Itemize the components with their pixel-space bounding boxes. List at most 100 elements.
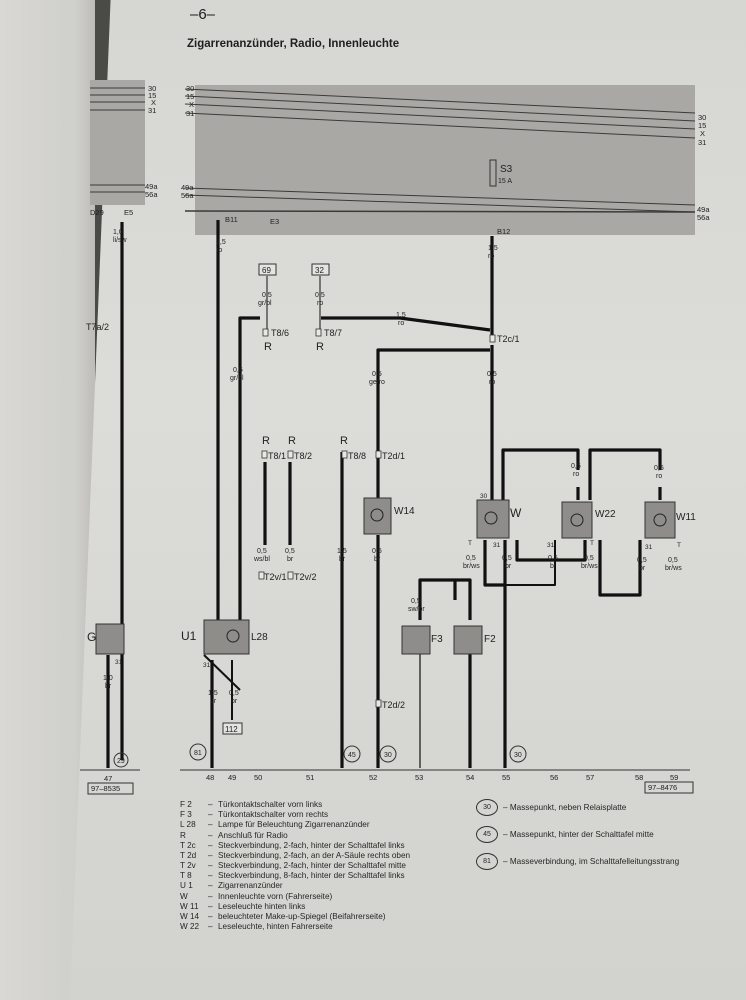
wire-w22-w11 xyxy=(588,448,662,500)
connector-t8-8: T8/8 xyxy=(348,451,366,461)
svg-text:50: 50 xyxy=(254,773,262,782)
ground-points: 29 81 45 30 30 xyxy=(113,743,527,768)
legend-row: F 2–Türkontaktschalter vorn links xyxy=(180,800,470,810)
bottom-scale: 47 48 49 50 51 52 53 54 55 56 57 58 59 9… xyxy=(87,773,694,795)
connector-pins xyxy=(258,328,496,708)
svg-text:31: 31 xyxy=(203,662,211,669)
components xyxy=(95,497,676,655)
ground-text: Massepunkt, neben Relaisplatte xyxy=(509,802,627,812)
ground-dash: – xyxy=(503,802,510,812)
relay-plate xyxy=(195,85,695,235)
term-x-l: X xyxy=(189,100,194,109)
wire-w-w22-t xyxy=(485,540,556,586)
svg-text:52: 52 xyxy=(369,773,377,782)
svg-text:br: br xyxy=(374,556,381,563)
legend-row: W 11–Leseleuchte hinten links xyxy=(180,902,470,912)
svg-text:30: 30 xyxy=(514,752,522,759)
legend-dash: – xyxy=(208,861,213,871)
legend-code: W xyxy=(180,891,188,901)
wire-f3-top xyxy=(418,578,457,620)
term-15-r: 15 xyxy=(698,121,706,130)
w-lamp-icon xyxy=(484,511,498,525)
w14-lamp-icon xyxy=(370,508,384,522)
legend-row: T 2c–Steckverbindung, 2-fach, hinter der… xyxy=(180,841,470,851)
w14-box xyxy=(363,497,392,535)
svg-text:br/ws: br/ws xyxy=(463,563,480,570)
svg-text:58: 58 xyxy=(635,773,643,782)
wire-u1-l28 xyxy=(203,654,241,691)
connector-t2d-1: T2d/1 xyxy=(382,451,405,461)
ground-text: Massepunkt, hinter der Schalttafel mitte xyxy=(509,829,654,839)
fuse-rating: 15 A xyxy=(498,178,512,185)
w-box xyxy=(476,499,510,539)
legend-text: Innenleuchte vorn (Fahrerseite) xyxy=(218,891,333,901)
svg-text:ro: ro xyxy=(317,300,323,307)
connector-t8-1: T8/1 xyxy=(268,451,286,461)
term-30-l: 30 xyxy=(186,84,194,93)
svg-text:R: R xyxy=(264,341,272,353)
legend-text: Leseleuchte hinten links xyxy=(218,901,306,911)
svg-text:br/ws: br/ws xyxy=(581,563,598,570)
label-g: G xyxy=(87,630,96,644)
legend-dash: – xyxy=(208,881,213,891)
wire-w-w22 xyxy=(501,448,580,500)
svg-text:81: 81 xyxy=(194,750,202,757)
term-49a-l: 49a xyxy=(181,183,194,192)
label-w11: W11 xyxy=(676,512,696,523)
legend-dash: – xyxy=(208,901,213,911)
box-32 xyxy=(311,263,330,276)
term-30-r: 30 xyxy=(698,113,706,122)
ground-text: Masseverbindung, im Schalttafelleitungss… xyxy=(509,856,680,866)
label-l28: L28 xyxy=(251,632,268,643)
label-u1: U1 xyxy=(181,629,197,643)
box-32-label: 32 xyxy=(315,266,324,275)
svg-text:R: R xyxy=(316,341,324,353)
wire-w22-w11 xyxy=(598,540,642,597)
legend-text: Steckverbindung, 2-fach, an der A-Säule … xyxy=(218,850,411,860)
legend-code: U 1 xyxy=(180,881,193,891)
svg-text:56: 56 xyxy=(550,773,558,782)
legend-code: T 2v xyxy=(180,861,196,871)
g-box xyxy=(95,623,125,655)
legend-dash: – xyxy=(208,922,213,932)
legend-text: Steckverbindung, 2-fach, hinter der Scha… xyxy=(218,861,406,871)
svg-text:51: 51 xyxy=(306,773,314,782)
svg-text:br/ws: br/ws xyxy=(665,565,682,572)
svg-text:55: 55 xyxy=(502,773,510,782)
terminal-boxes: 69 32 112 xyxy=(222,263,330,735)
svg-text:1,5: 1,5 xyxy=(208,690,218,697)
connector-t2c-1: T2c/1 xyxy=(497,334,520,344)
svg-text:0,5: 0,5 xyxy=(466,555,476,562)
legend-row: W 22–Leseleuchte, hinten Fahrerseite xyxy=(180,922,470,932)
svg-text:0,5: 0,5 xyxy=(654,465,664,472)
svg-text:0,5: 0,5 xyxy=(229,690,239,697)
svg-text:1,0: 1,0 xyxy=(113,229,123,236)
page-title: Zigarrenanzünder, Radio, Innenleuchte xyxy=(187,38,400,50)
svg-text:li/sw: li/sw xyxy=(113,237,128,244)
label-w22: W22 xyxy=(595,509,616,520)
connector-t8-7: T8/7 xyxy=(324,328,342,338)
svg-text:ro: ro xyxy=(656,473,662,480)
svg-text:0,5: 0,5 xyxy=(315,292,325,299)
connector-labels: T7a/2 T8/6 R T8/7 R T2c/1 R T8/1 R T8/2 … xyxy=(86,322,520,710)
connector-t7a-2: T7a/2 xyxy=(86,322,109,332)
box-112-label: 112 xyxy=(225,725,238,734)
svg-text:0,5: 0,5 xyxy=(668,557,678,564)
output-b12: B12 xyxy=(497,227,510,236)
svg-text:45: 45 xyxy=(348,752,356,759)
fuse-label: S3 xyxy=(500,164,513,175)
svg-text:0,5: 0,5 xyxy=(487,371,497,378)
ground-dash: – xyxy=(503,829,510,839)
svg-text:gr/bl: gr/bl xyxy=(258,300,272,307)
term-31-l: 31 xyxy=(186,109,194,118)
svg-text:1,5: 1,5 xyxy=(337,548,347,555)
ground-legend-row: 81– Masseverbindung, im Schalttafelleitu… xyxy=(476,850,679,872)
box-69-label: 69 xyxy=(262,266,271,275)
svg-text:57: 57 xyxy=(586,773,594,782)
term-15-ll: 15 xyxy=(148,91,156,100)
wire-t2c-w14 xyxy=(376,348,490,500)
ground-number: 45 xyxy=(476,825,498,843)
svg-text:gr/bl: gr/bl xyxy=(230,375,244,382)
